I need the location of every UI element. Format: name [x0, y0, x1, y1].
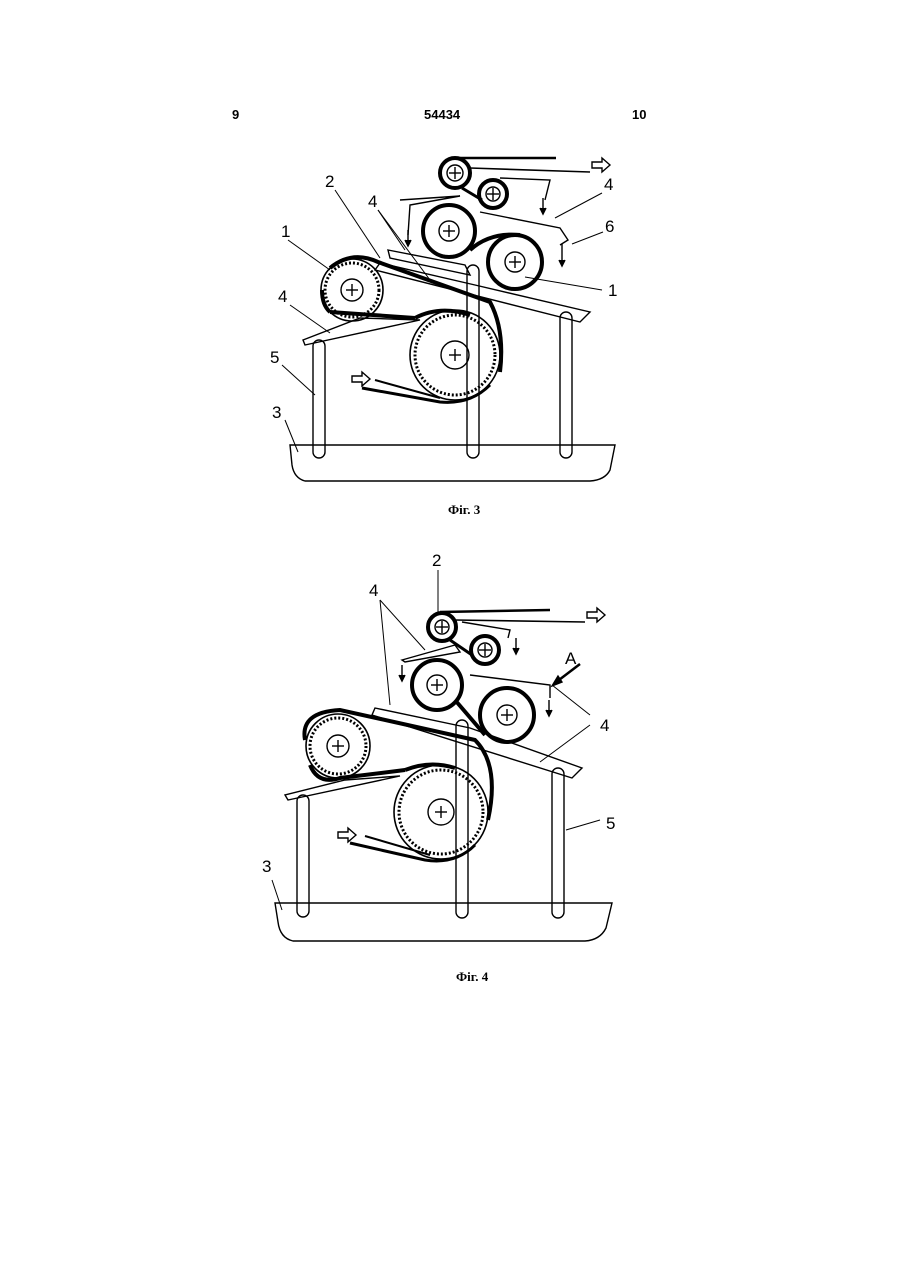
- label-6: 6: [605, 217, 614, 236]
- label-1: 1: [281, 222, 290, 241]
- output-arrow-icon: [587, 608, 605, 622]
- figure-3: 1 1 2 3 4 4 4 5 6: [270, 158, 617, 481]
- support-post: [552, 768, 564, 918]
- label-2: 2: [325, 172, 334, 191]
- label-1: 1: [608, 281, 617, 300]
- label-5: 5: [606, 814, 615, 833]
- support-post: [297, 795, 309, 917]
- base-tray: [275, 903, 612, 941]
- feed-arrow-icon: [352, 372, 370, 386]
- support-post: [560, 312, 572, 458]
- base-tray: [290, 445, 615, 481]
- figure-4-caption: Фіг. 4: [456, 969, 488, 985]
- output-arrow-icon: [592, 158, 610, 172]
- label-3: 3: [262, 857, 271, 876]
- figure-3-caption: Фіг. 3: [448, 502, 480, 518]
- label-4: 4: [604, 175, 613, 194]
- label-4: 4: [369, 581, 378, 600]
- figure-4: 2 3 4 4 5 A: [262, 551, 615, 941]
- label-4: 4: [600, 716, 609, 735]
- label-5: 5: [270, 348, 279, 367]
- label-a: A: [565, 649, 577, 668]
- support-post: [313, 340, 325, 458]
- label-4: 4: [368, 192, 377, 211]
- feed-arrow-icon: [338, 828, 356, 842]
- label-2: 2: [432, 551, 441, 570]
- label-3: 3: [272, 403, 281, 422]
- support-post: [456, 720, 468, 918]
- label-4: 4: [278, 287, 287, 306]
